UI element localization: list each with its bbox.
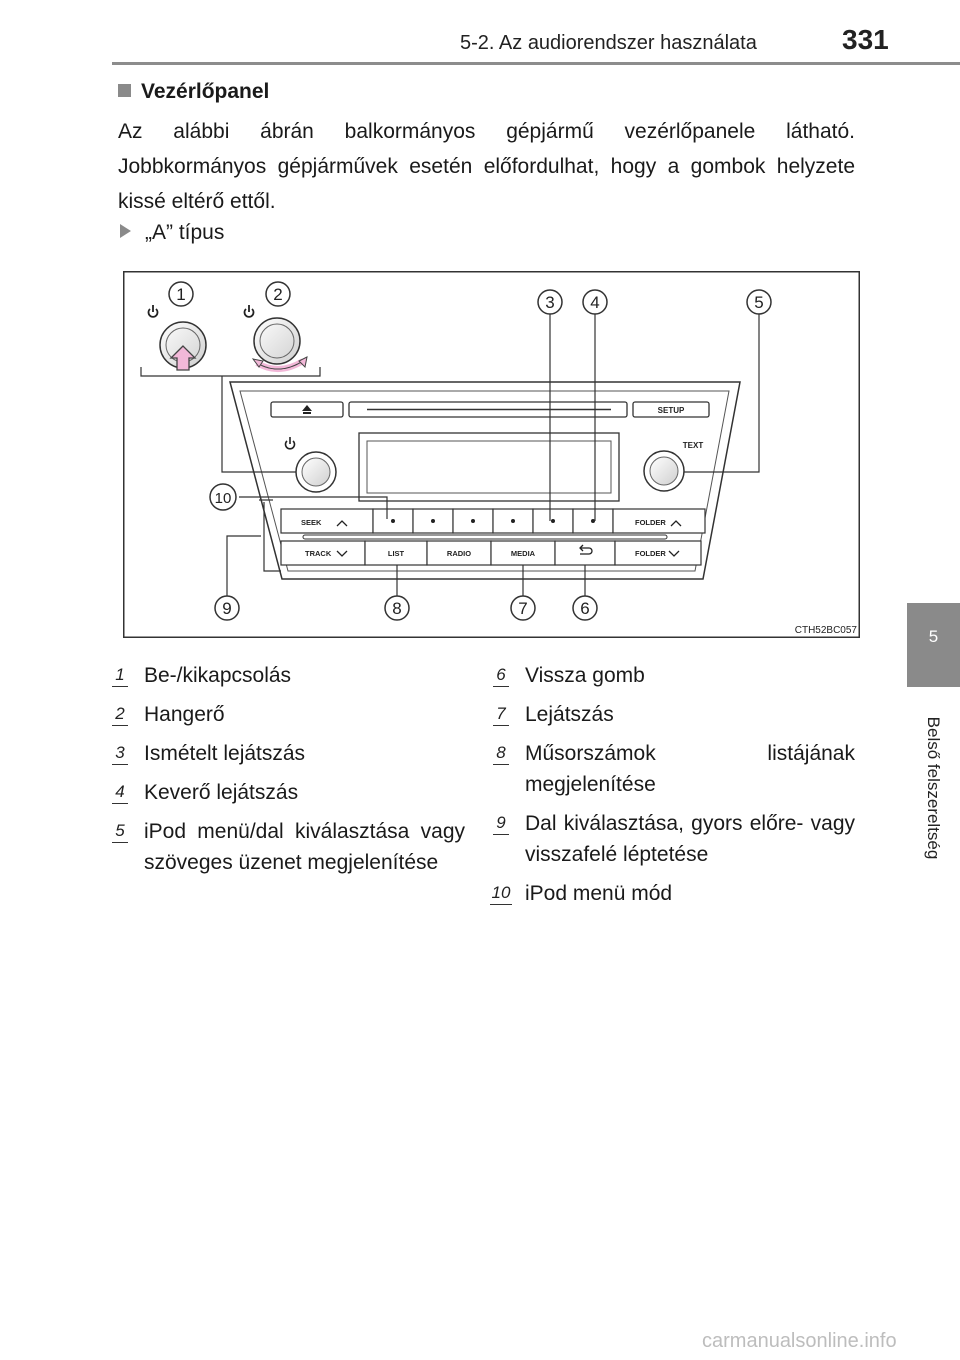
type-label: „A” típus: [120, 221, 224, 245]
page-number: 331: [842, 24, 889, 55]
folder-down-button: [614, 540, 702, 566]
track-label: TRACK: [305, 549, 332, 558]
legend-number: 5: [112, 820, 128, 843]
folder-up-label: FOLDER: [635, 518, 666, 527]
list-label: LIST: [388, 549, 405, 558]
callout-9: 9: [214, 595, 240, 621]
type-label-text: „A” típus: [145, 221, 225, 244]
legend-text: Lejátszás: [525, 703, 614, 726]
power-symbol-icon: [243, 305, 255, 318]
svg-text:3: 3: [545, 293, 554, 312]
legend-text: Műsorszámok listájának megjelenítése: [525, 742, 855, 796]
legend-number: 8: [493, 742, 509, 765]
chevron-up-icon: [670, 520, 682, 527]
power-symbol-icon: [147, 305, 159, 318]
legend-text: iPod menü/dal kiválasztása vagy szöveges…: [144, 820, 465, 874]
control-panel-figure: SETUP TEXT SEEK FOLDER TRACK LIST RADIO …: [123, 271, 860, 638]
setup-label: SETUP: [658, 406, 685, 415]
callout-8: 8: [384, 595, 410, 621]
callout-1: 1: [168, 281, 194, 307]
push-arrow-icon: [169, 345, 197, 371]
callout-10: 10: [209, 483, 237, 511]
power-symbol-icon: [284, 437, 296, 450]
intro-paragraph: Az alábbi ábrán balkormányos gépjármű ve…: [118, 120, 855, 213]
legend-number: 9: [493, 812, 509, 835]
svg-text:5: 5: [754, 293, 763, 312]
chapter-tab: 5: [907, 603, 960, 687]
svg-text:6: 6: [580, 599, 589, 618]
svg-text:9: 9: [222, 599, 231, 618]
legend-number: 4: [112, 781, 128, 804]
header-rule: [112, 62, 960, 65]
back-button: [554, 540, 616, 566]
callout-4: 4: [582, 289, 608, 315]
callout-2: 2: [265, 281, 291, 307]
chevron-down-icon: [668, 550, 680, 557]
back-arrow-icon: [579, 544, 593, 555]
legend-number: 3: [112, 742, 128, 765]
chapter-title: Belső felszereltség: [924, 716, 943, 860]
header-section-title: 5-2. Az audiorendszer használata: [460, 32, 757, 54]
legend-text: Hangerő: [144, 703, 225, 726]
legend-number: 2: [112, 703, 128, 726]
setup-button: [632, 401, 710, 418]
triangle-arrow-icon: [120, 224, 131, 238]
svg-text:10: 10: [215, 490, 232, 507]
callout-3: 3: [537, 289, 563, 315]
list-button: [364, 540, 428, 566]
legend-number: 6: [493, 664, 509, 687]
leader-lines: [179, 296, 760, 596]
chevron-up-icon: [336, 520, 348, 527]
legend-text: iPod menü mód: [525, 882, 673, 905]
callout-7: 7: [510, 595, 536, 621]
figure-code: CTH52BC057: [795, 625, 858, 636]
folder-down-label: FOLDER: [635, 549, 666, 558]
radio-label: RADIO: [447, 549, 471, 558]
media-label: MEDIA: [511, 549, 536, 558]
chevron-down-icon: [336, 550, 348, 557]
square-bullet-icon: [118, 84, 131, 97]
legend-text: Dal kiválasztása, gyors előre- vagy viss…: [525, 812, 855, 866]
preset-buttons: [372, 508, 614, 534]
callout-6: 6: [572, 595, 598, 621]
eject-icon: [302, 405, 312, 411]
preset-dots: [391, 519, 595, 523]
svg-text:8: 8: [392, 599, 401, 618]
svg-text:7: 7: [518, 599, 527, 618]
svg-text:1: 1: [176, 285, 185, 304]
legend-text: Vissza gomb: [525, 664, 645, 687]
section-heading: Vezérlőpanel: [118, 80, 269, 104]
separator-bar: [302, 534, 668, 540]
legend-text: Ismételt lejátszás: [144, 742, 306, 765]
legend-number: 1: [112, 664, 128, 687]
svg-text:2: 2: [273, 285, 282, 304]
legend-number: 7: [493, 703, 509, 726]
chapter-number: 5: [928, 627, 939, 646]
seek-button: [280, 508, 374, 534]
svg-text:4: 4: [590, 293, 599, 312]
folder-up-button: [612, 508, 706, 534]
legend-number: 10: [490, 882, 512, 905]
section-heading-text: Vezérlőpanel: [141, 80, 270, 103]
watermark: carmanualsonline.info: [702, 1330, 897, 1352]
text-label: TEXT: [683, 441, 704, 450]
seek-label: SEEK: [301, 518, 322, 527]
volume-knob-illustration: [253, 317, 301, 365]
legend-text: Keverő lejátszás: [144, 781, 299, 804]
legend-text: Be-/kikapcsolás: [144, 664, 292, 687]
callout-5: 5: [746, 289, 772, 315]
